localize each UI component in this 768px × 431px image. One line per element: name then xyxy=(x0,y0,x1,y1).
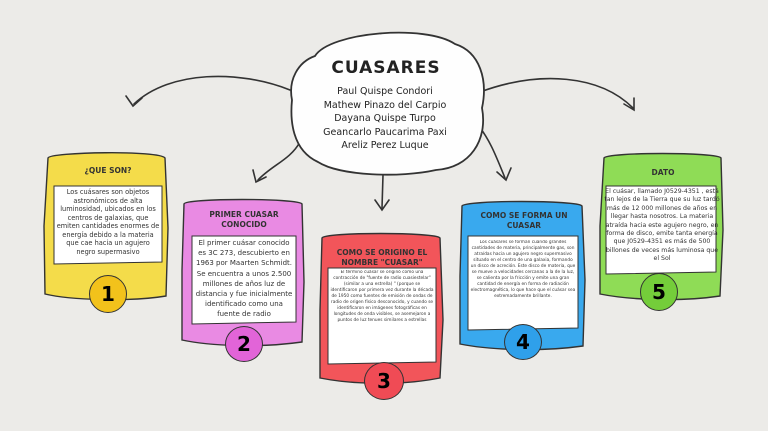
card-2-title: PRIMER CUASAR CONOCIDO xyxy=(209,210,279,229)
card-2-body: El primer cuásar conocido es 3C 273, des… xyxy=(195,239,293,319)
author-5: Areliz Perez Luque xyxy=(341,140,429,151)
arrowhead-3 xyxy=(374,199,390,212)
authors-list: Paul Quispe Condori Mathew Pinazo del Ca… xyxy=(302,85,468,153)
card-5-title: DATO xyxy=(651,168,675,177)
central-title: CUASARES xyxy=(331,58,441,78)
card-5-number-badge: 5 xyxy=(640,273,678,311)
card-3-shape xyxy=(319,232,444,384)
card-4-shape xyxy=(459,200,586,351)
card-1-shape xyxy=(43,152,169,301)
author-2: Mathew Pinazo del Carpio xyxy=(323,99,447,111)
card-3-body: El término cuásar se originó como una co… xyxy=(330,270,434,323)
card-1-number: 1 xyxy=(101,282,115,306)
author-4: Geancarlo Paucarima Paxi xyxy=(323,126,447,138)
arrowhead-4 xyxy=(496,167,512,182)
author-1: Paul Quispe Condori xyxy=(337,86,433,97)
arrowhead-2 xyxy=(252,169,267,184)
card-4-number: 4 xyxy=(516,330,530,354)
arrow-to-card-3 xyxy=(381,174,384,209)
card-4-number-badge: 4 xyxy=(504,324,542,360)
card-2-number-badge: 2 xyxy=(225,326,263,362)
card-5-number: 5 xyxy=(652,280,666,304)
arrowhead-1 xyxy=(125,95,143,108)
card-4-body: Los cuásares se forman cuando grandes ca… xyxy=(470,240,576,299)
card-4-title: COMO SE FORMA UN CUASAR xyxy=(480,211,568,230)
card-1-title: ¿QUE SON? xyxy=(84,166,132,175)
author-3: Dayana Quispe Turpo xyxy=(334,113,436,124)
card-2-number: 2 xyxy=(237,332,251,356)
card-1-number-badge: 1 xyxy=(89,275,127,313)
arrowhead-5 xyxy=(623,97,635,112)
card-3-number: 3 xyxy=(377,369,391,393)
card-5-body: El cuásar, llamado J0529-4351 , está tan… xyxy=(604,188,720,263)
card-3-title: COMO SE ORIGINO EL NOMBRE "CUASAR" xyxy=(336,248,428,267)
card-5-shape xyxy=(599,152,724,301)
card-2-shape xyxy=(181,198,305,347)
arrow-to-card-1 xyxy=(133,75,291,105)
arrow-to-card-5 xyxy=(479,77,634,109)
card-3-number-badge: 3 xyxy=(364,362,404,400)
central-cloud xyxy=(290,31,485,176)
arrow-to-card-2 xyxy=(257,141,301,181)
card-1-body: Los cuásares son objetos astronómicos de… xyxy=(56,188,160,256)
